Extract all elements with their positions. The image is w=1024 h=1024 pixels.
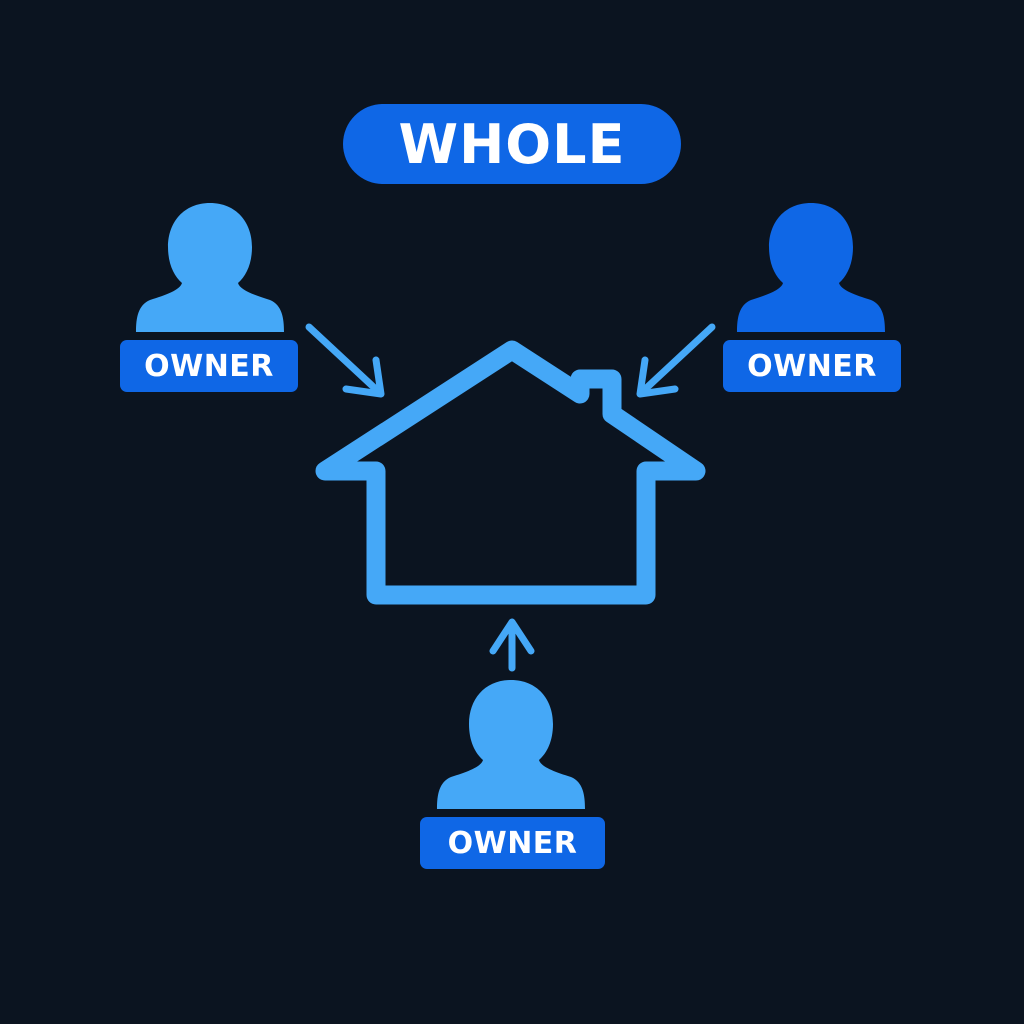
person-icon-bottom (437, 680, 585, 809)
title-text: WHOLE (398, 112, 626, 176)
arrow-icon-bottom (489, 618, 535, 672)
person-icon-right (737, 203, 885, 332)
arrow-icon-left (305, 323, 385, 398)
owner-label-text: OWNER (144, 348, 274, 384)
house-icon (315, 340, 706, 605)
person-icon-left (136, 203, 284, 332)
owner-badge-top-left: OWNER (120, 340, 298, 392)
arrow-icon-right (636, 323, 716, 398)
owner-label-text: OWNER (447, 825, 578, 861)
title-badge: WHOLE (343, 104, 681, 184)
owner-badge-top-right: OWNER (723, 340, 901, 392)
owner-badge-bottom: OWNER (420, 817, 605, 869)
owner-label-text: OWNER (747, 348, 877, 384)
